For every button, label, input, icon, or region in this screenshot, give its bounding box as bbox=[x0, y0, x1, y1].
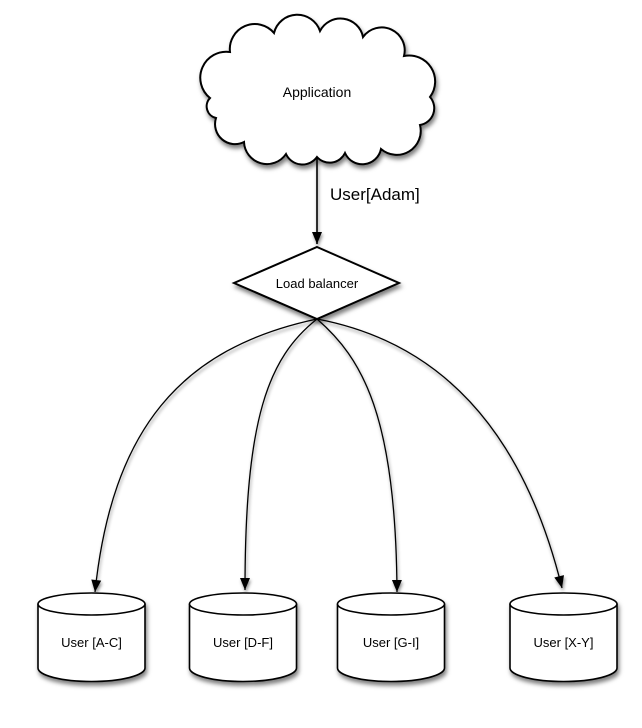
shard-node-label: User [X-Y] bbox=[534, 635, 594, 650]
edge-loadbalancer-to-shard-gi bbox=[316, 318, 402, 593]
edge-loadbalancer-to-shard-ac bbox=[91, 318, 318, 593]
cylinder-shape-icon bbox=[509, 592, 618, 683]
diamond-shape-icon bbox=[231, 245, 402, 321]
shard-node-label: User [A-C] bbox=[61, 635, 122, 650]
shard-node-df: User [D-F] bbox=[188, 592, 298, 683]
application-node-label: Application bbox=[283, 84, 352, 100]
load-balancer-node: Load balancer bbox=[231, 245, 402, 321]
shard-node-ac: User [A-C] bbox=[37, 592, 146, 683]
load-balancer-node-label: Load balancer bbox=[276, 276, 359, 291]
cylinder-shape-icon bbox=[37, 592, 146, 683]
shard-node-label: User [D-F] bbox=[213, 635, 273, 650]
application-cloud-node: Application bbox=[199, 13, 437, 166]
edge-loadbalancer-to-shard-df bbox=[240, 318, 318, 591]
shard-node-label: User [G-I] bbox=[363, 635, 419, 650]
shard-node-gi: User [G-I] bbox=[336, 592, 446, 683]
cloud-shape-icon bbox=[199, 13, 437, 166]
cylinder-shape-icon bbox=[336, 592, 446, 683]
edge-loadbalancer-to-shard-xy bbox=[316, 318, 564, 589]
cylinder-shape-icon bbox=[188, 592, 298, 683]
edge-layer bbox=[91, 158, 564, 593]
edge-user-adam-label: User[Adam] bbox=[330, 185, 420, 204]
shard-node-xy: User [X-Y] bbox=[509, 592, 618, 683]
